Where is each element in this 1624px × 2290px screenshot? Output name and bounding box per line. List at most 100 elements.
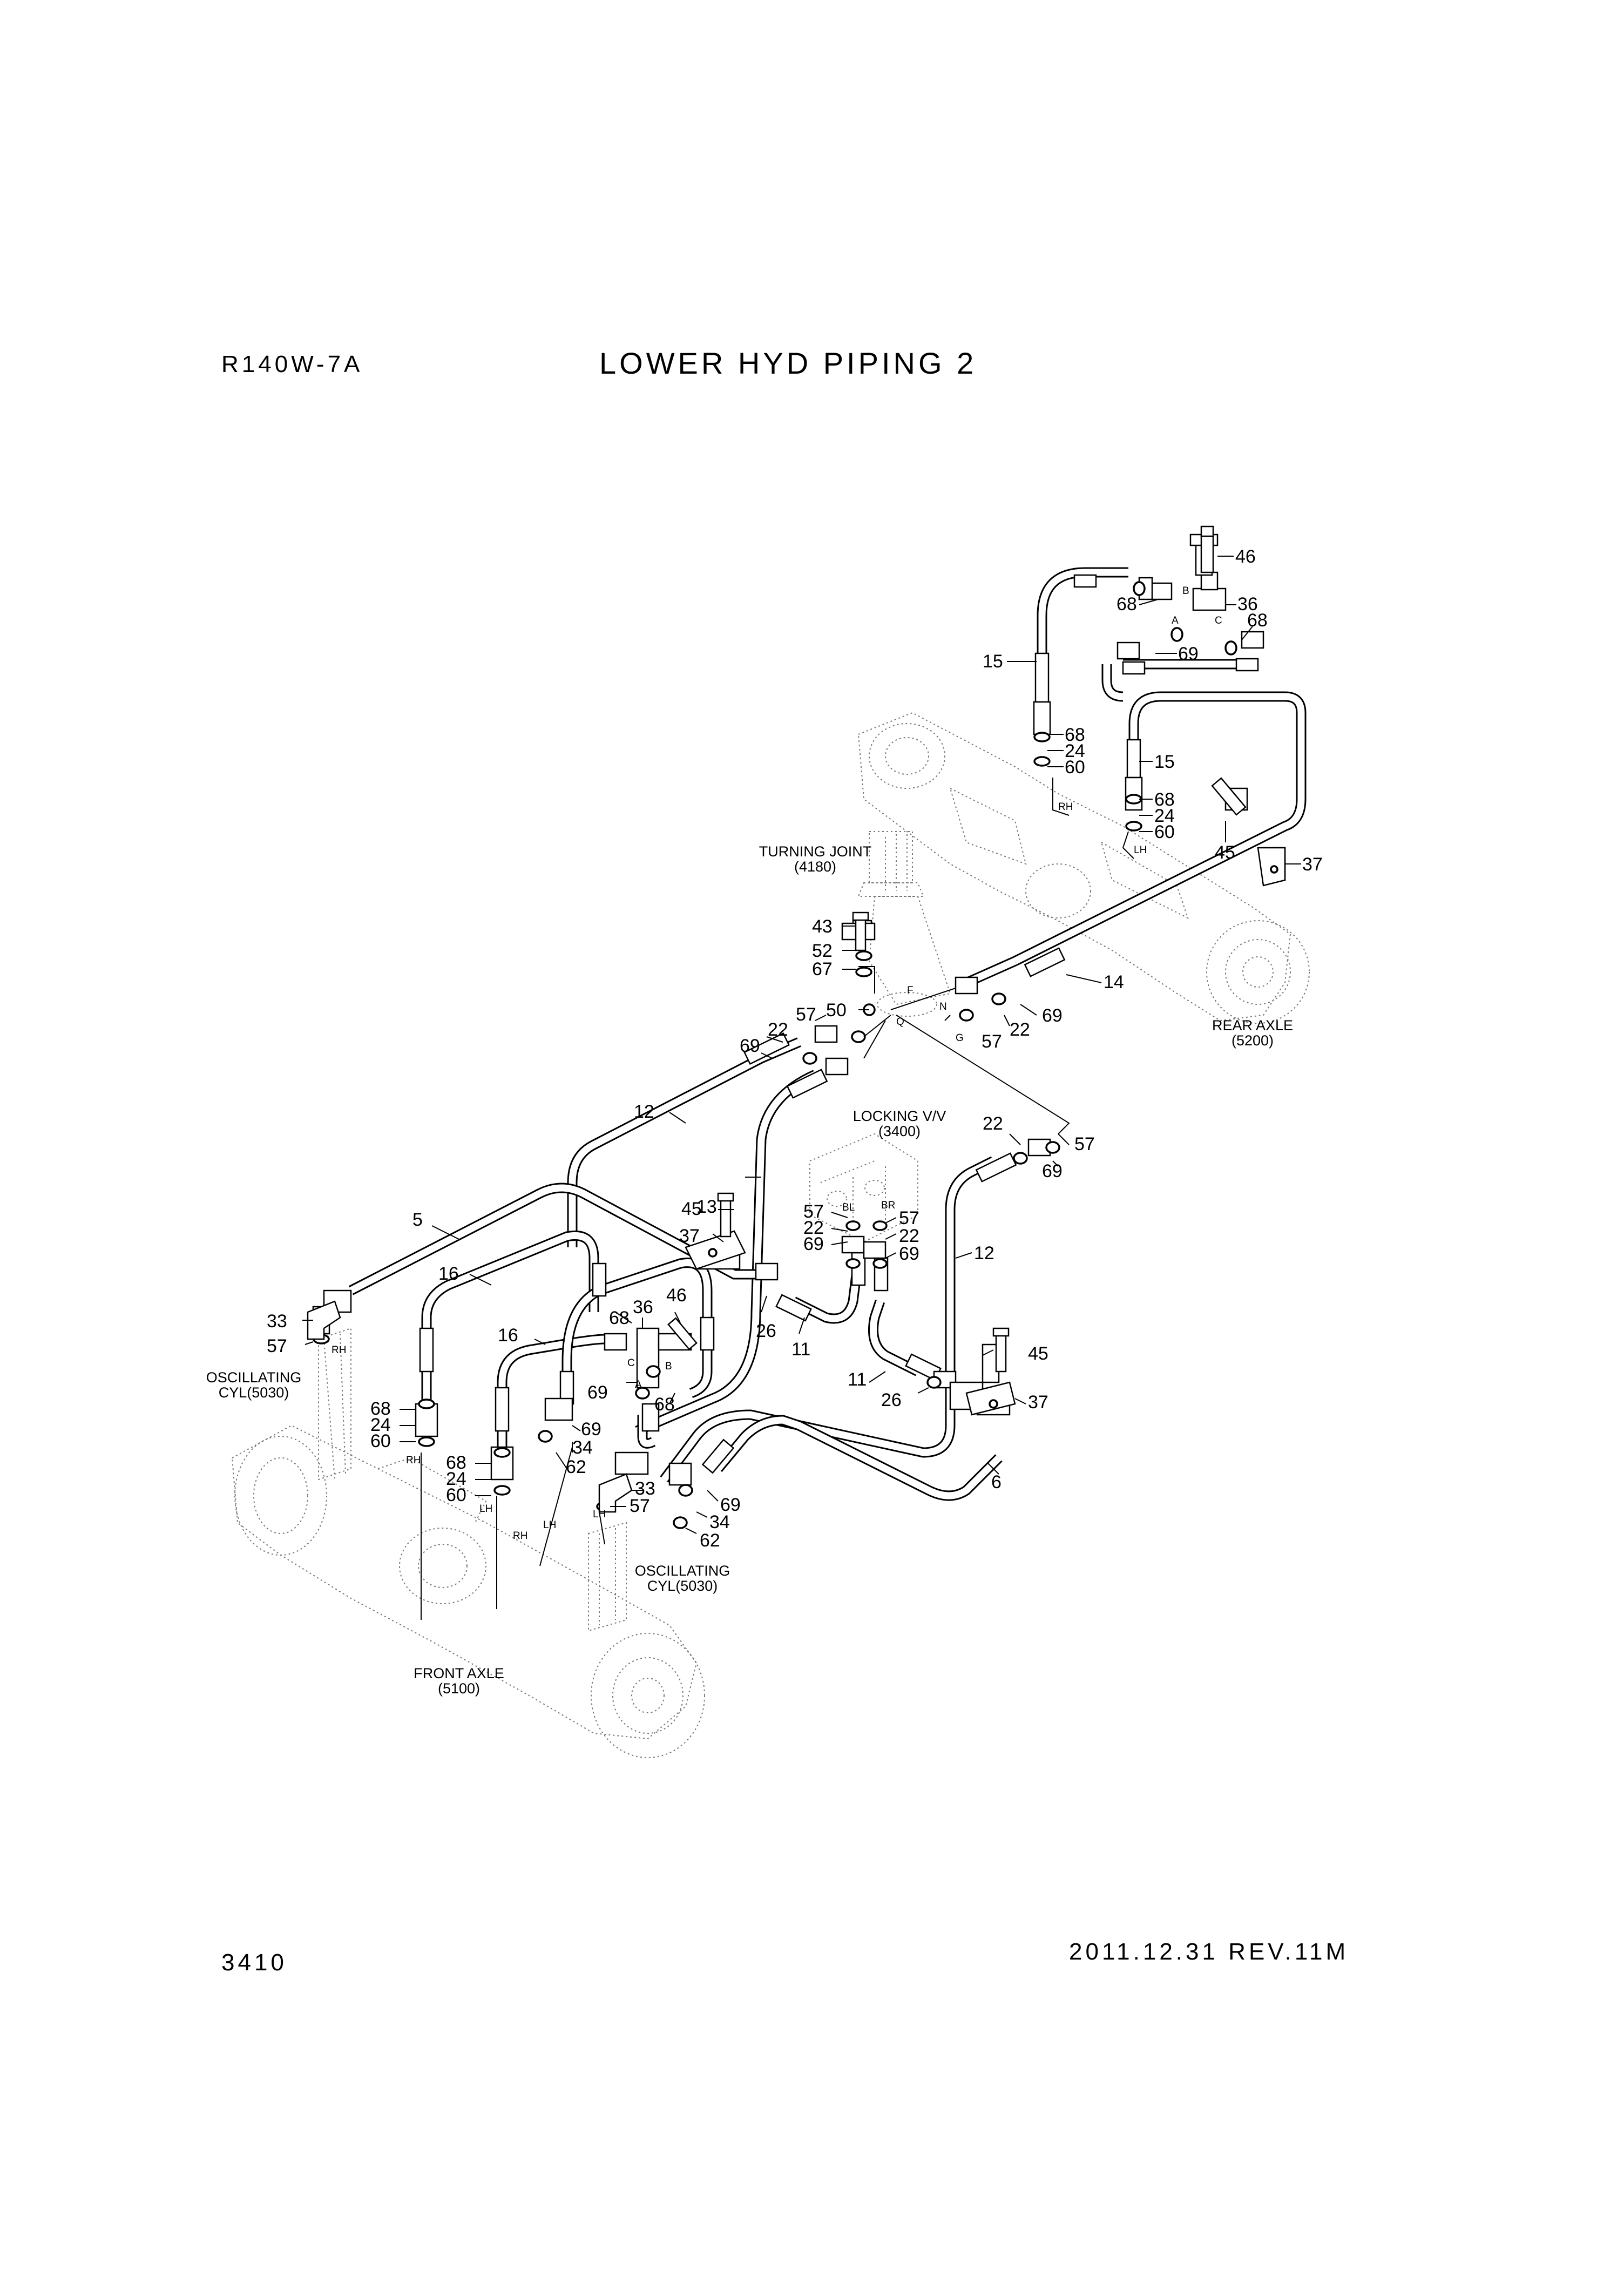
port-connection-lines: [421, 778, 1134, 1620]
hose-crimp-sleeves: [419, 574, 1259, 1474]
callout-68: 68: [1247, 610, 1268, 631]
callout-68: 68: [1065, 725, 1085, 745]
page-number: 3410: [221, 1949, 287, 1976]
diagram-label: LH: [1134, 845, 1147, 856]
callout-22: 22: [1010, 1019, 1030, 1040]
callout-68: 68: [1116, 594, 1137, 614]
diagram-label: G: [956, 1032, 964, 1044]
page-title: LOWER HYD PIPING 2: [599, 346, 977, 380]
diagram-label: RH: [513, 1530, 527, 1542]
callout-69: 69: [803, 1234, 824, 1254]
callout-68: 68: [609, 1308, 630, 1328]
callout-11: 11: [848, 1369, 867, 1390]
diagram-label: C: [627, 1357, 635, 1369]
callout-62: 62: [566, 1457, 586, 1477]
callout-69: 69: [1042, 1005, 1063, 1026]
rear-axle-label: REAR AXLE: [1212, 1017, 1293, 1033]
callout-57: 57: [899, 1208, 919, 1228]
callout-12: 12: [974, 1243, 994, 1264]
callout-60: 60: [370, 1431, 391, 1451]
callout-57: 57: [982, 1031, 1002, 1052]
turning-joint-label: TURNING JOINT: [759, 843, 872, 860]
callout-37: 37: [1302, 854, 1323, 875]
oscillating-cylinder-lh-outline: [588, 1522, 627, 1632]
diagram-label: (5100): [438, 1680, 480, 1697]
callout-69: 69: [1178, 644, 1199, 664]
assembly-labels: TURNING JOINT (4180) REAR AXLE (5200) LO…: [206, 843, 1293, 1697]
diagram-label: A: [1172, 615, 1179, 626]
front-axle-label: FRONT AXLE: [414, 1665, 504, 1681]
callout-69: 69: [1042, 1161, 1063, 1181]
model-number: R140W-7A: [221, 351, 363, 377]
diagram-label: CYL(5030): [219, 1384, 289, 1401]
callout-16: 16: [498, 1325, 518, 1346]
callout-60: 60: [1154, 822, 1175, 842]
locking-valve-label: LOCKING V/V: [853, 1108, 946, 1124]
callout-14: 14: [1104, 972, 1124, 992]
diagram-label: B: [1182, 585, 1189, 597]
diagram-label: RH: [406, 1455, 421, 1466]
diagram-label: CYL(5030): [647, 1578, 718, 1594]
callout-45: 45: [681, 1199, 702, 1219]
port-letters: B A C F Q N G BL BR A B C RH LH RH RH LH…: [331, 585, 1222, 1542]
callout-34: 34: [709, 1512, 730, 1532]
revision-date: 2011.12.31 REV.11M: [1069, 1938, 1349, 1965]
diagram-label: RH: [1058, 801, 1073, 813]
callout-13: 13: [696, 1197, 717, 1217]
callout-57: 57: [1074, 1134, 1095, 1154]
callout-33: 33: [635, 1478, 655, 1499]
callout-15: 15: [1154, 752, 1175, 772]
callout-36: 36: [1237, 594, 1258, 614]
callout-45: 45: [1028, 1343, 1048, 1364]
callout-36: 36: [633, 1297, 653, 1318]
bolts: [667, 525, 1247, 1373]
callout-34: 34: [572, 1437, 593, 1458]
callout-24: 24: [446, 1469, 466, 1489]
leader-lines: [302, 556, 1301, 1534]
callout-12: 12: [634, 1102, 654, 1122]
callout-24: 24: [1154, 806, 1175, 826]
part-callouts: 46 68 36 68 69 15 68 24 60 15 68 24 60 4…: [267, 546, 1323, 1551]
callout-11: 11: [791, 1339, 810, 1360]
callout-69: 69: [720, 1495, 741, 1515]
callout-57: 57: [796, 1004, 816, 1025]
callout-24: 24: [370, 1415, 391, 1435]
clamp-brackets: [685, 847, 1286, 1416]
diagram-label: N: [939, 1001, 947, 1012]
callout-68: 68: [446, 1453, 466, 1473]
diagram-label: A: [635, 1379, 642, 1390]
locking-valve-outline: [809, 1133, 918, 1243]
callout-22: 22: [803, 1218, 824, 1238]
o-rings: [313, 581, 1237, 1529]
callout-24: 24: [1065, 741, 1085, 761]
callout-46: 46: [666, 1285, 687, 1306]
diagram-label: BR: [881, 1200, 895, 1211]
rear-axle-outline: [857, 712, 1310, 1024]
diagram-label: (3400): [878, 1123, 921, 1139]
diagram-label: RH: [331, 1345, 346, 1356]
callout-68: 68: [654, 1394, 675, 1415]
diagram-label: LH: [543, 1519, 556, 1531]
diagram-label: (5200): [1231, 1032, 1274, 1049]
callout-69: 69: [581, 1419, 601, 1440]
hose-lines: [348, 567, 1307, 1501]
diagram-label: Q: [896, 1016, 904, 1028]
callout-5: 5: [412, 1210, 423, 1230]
callout-26: 26: [881, 1390, 902, 1410]
callout-22: 22: [899, 1226, 919, 1246]
callout-67: 67: [812, 959, 833, 980]
callout-46: 46: [1235, 546, 1256, 567]
callout-57: 57: [630, 1496, 650, 1516]
callout-57: 57: [803, 1201, 824, 1222]
callout-60: 60: [1065, 757, 1085, 778]
callout-15: 15: [983, 651, 1003, 672]
diagram-label: LH: [479, 1503, 492, 1515]
diagram-label: F: [907, 985, 914, 996]
diagram-label: (4180): [794, 859, 836, 875]
callout-45: 45: [1215, 842, 1235, 863]
callout-6: 6: [991, 1472, 1002, 1492]
oscillating-cylinder-rh-label: OSCILLATING: [206, 1369, 302, 1386]
callout-22: 22: [983, 1113, 1003, 1134]
diagram-label: B: [665, 1361, 672, 1372]
